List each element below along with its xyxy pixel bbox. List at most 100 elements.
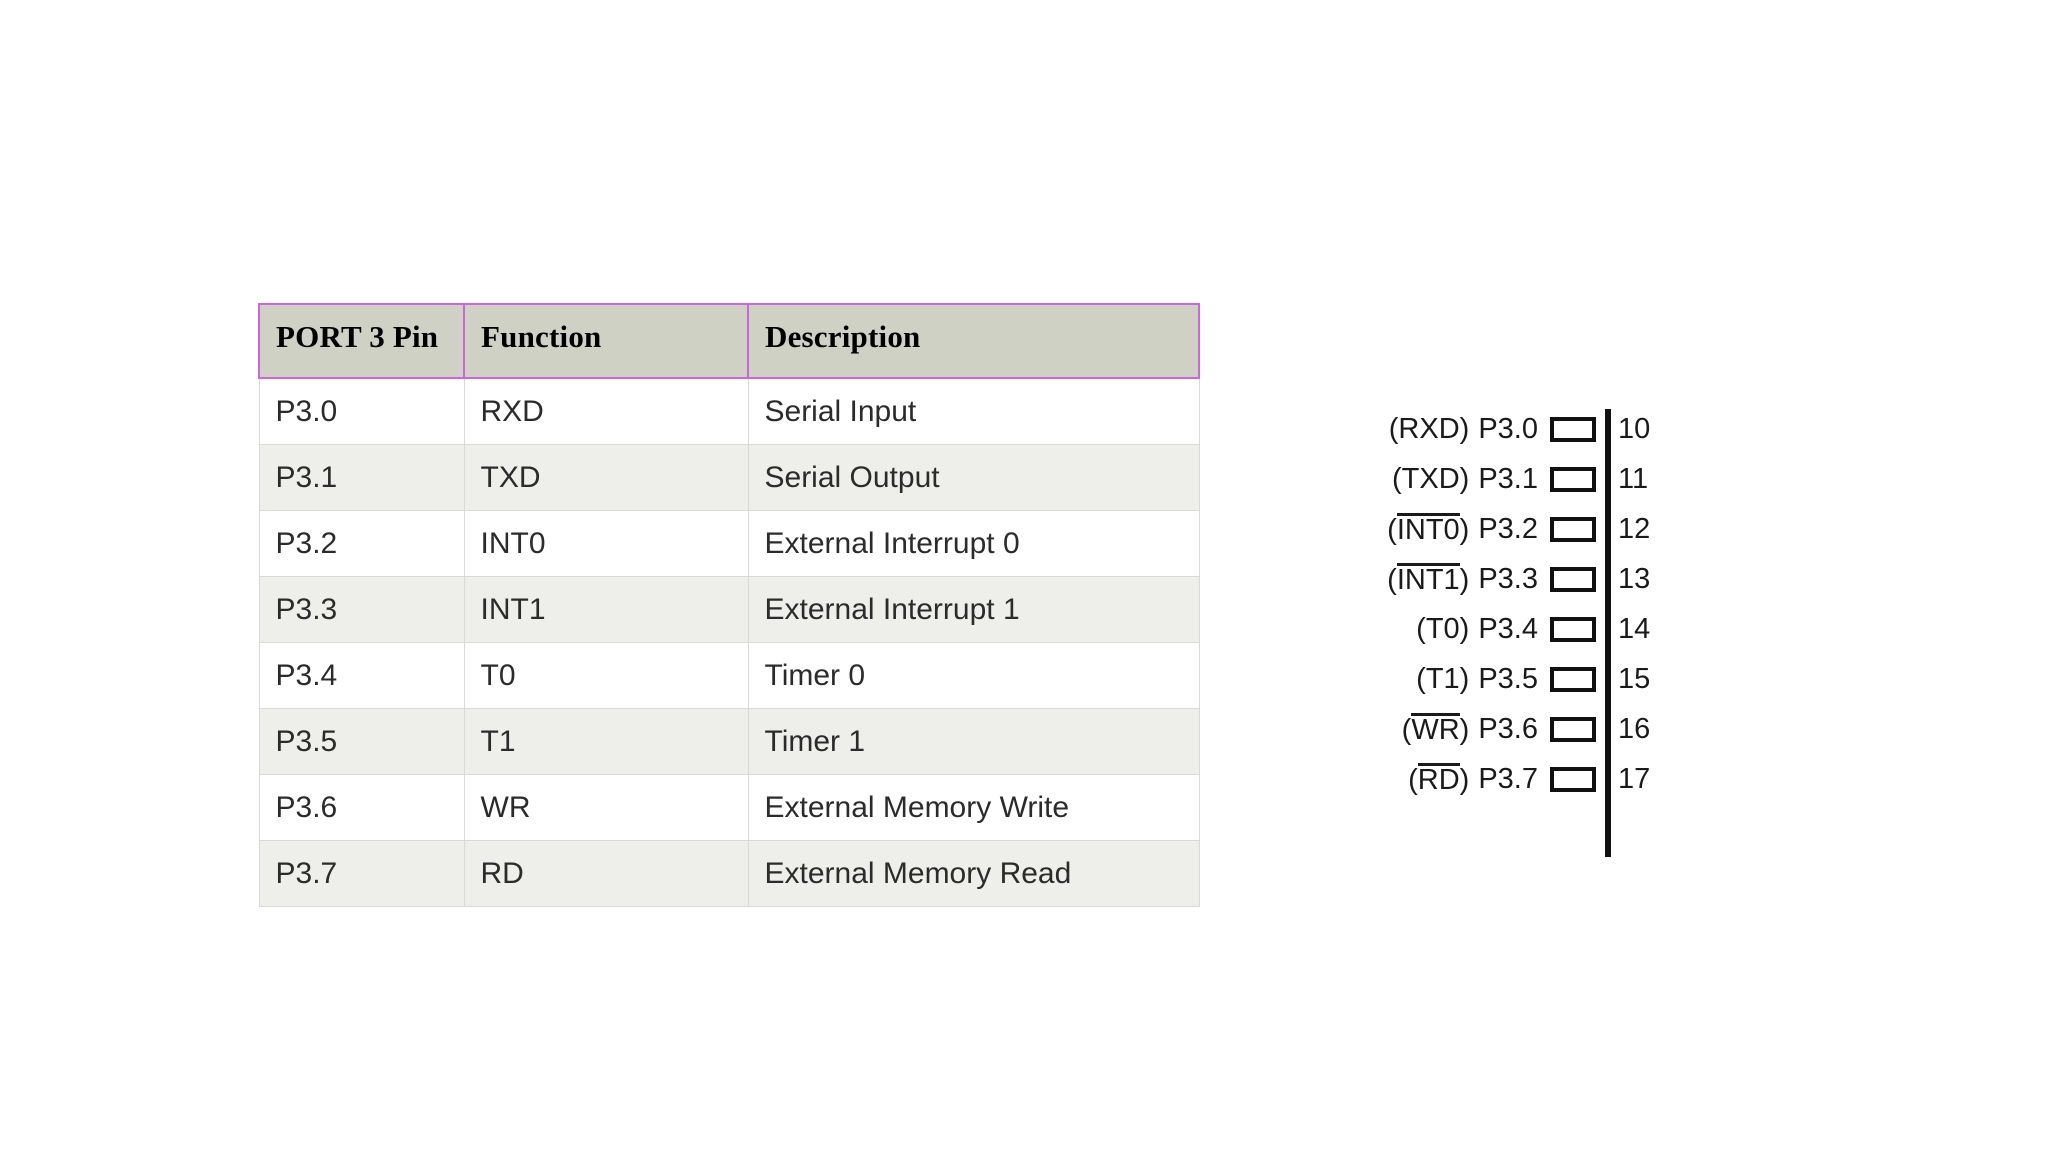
cell-function: T1 bbox=[463, 707, 749, 775]
pin-number: 12 bbox=[1618, 512, 1651, 545]
active-low-signal-name: WR bbox=[1411, 713, 1460, 746]
cell-port3-pin: P3.5 bbox=[258, 707, 465, 775]
cell-port3-pin: P3.6 bbox=[258, 773, 465, 841]
pin-alt-function-label: (INT1) bbox=[1387, 563, 1469, 595]
cell-description: Serial Input bbox=[747, 377, 1200, 445]
pin-number: 14 bbox=[1618, 612, 1651, 645]
pin-row: (T1) P3.5 15 bbox=[1330, 654, 1670, 704]
pin-row: (RXD)P3.0 10 bbox=[1330, 404, 1670, 454]
chip-edge-line bbox=[1605, 409, 1611, 857]
paren-open: ( bbox=[1391, 462, 1402, 495]
paren-close: ) bbox=[1459, 462, 1470, 495]
paren-open: ( bbox=[1401, 714, 1412, 746]
cell-function: TXD bbox=[463, 443, 749, 511]
paren-open: ( bbox=[1408, 764, 1418, 796]
cell-port3-pin: P3.0 bbox=[258, 377, 465, 445]
cell-port3-pin: P3.7 bbox=[258, 839, 465, 907]
pin-number: 13 bbox=[1618, 562, 1651, 595]
pin-stub-rectangle bbox=[1550, 716, 1596, 742]
pin-port-name: P3.3 bbox=[1478, 562, 1538, 595]
column-header-description: Description bbox=[747, 303, 1200, 379]
paren-close: ) bbox=[1459, 612, 1470, 645]
pin-alt-function-label: (T1) bbox=[1416, 662, 1469, 695]
paren-close: ) bbox=[1459, 564, 1470, 596]
pin-number: 10 bbox=[1618, 412, 1651, 445]
active-low-signal-name: RD bbox=[1417, 763, 1460, 796]
pin-number: 11 bbox=[1618, 462, 1649, 495]
cell-description: Timer 0 bbox=[747, 641, 1200, 709]
paren-open: ( bbox=[1388, 412, 1399, 445]
pin-port-name: P3.5 bbox=[1478, 662, 1538, 695]
cell-port3-pin: P3.1 bbox=[258, 443, 465, 511]
pin-port-name: P3.4 bbox=[1478, 612, 1538, 645]
pin-alt-function-label: (TXD) bbox=[1391, 462, 1470, 495]
table-header-row: PORT 3 Pin Function Description bbox=[258, 303, 1200, 379]
cell-function: T0 bbox=[463, 641, 749, 709]
signal-name: T0 bbox=[1425, 612, 1460, 645]
pin-port-name: P3.2 bbox=[1478, 512, 1538, 545]
paren-close: ) bbox=[1459, 514, 1470, 546]
column-header-function: Function bbox=[463, 303, 749, 379]
pin-stub-rectangle bbox=[1550, 616, 1596, 642]
cell-description: External Memory Read bbox=[747, 839, 1200, 907]
pin-alt-function-label: (RD) bbox=[1408, 763, 1469, 795]
cell-description: External Memory Write bbox=[747, 773, 1200, 841]
paren-open: ( bbox=[1387, 564, 1397, 596]
pin-port-name: P3.6 bbox=[1478, 712, 1538, 745]
paren-open: ( bbox=[1416, 662, 1426, 695]
column-header-port3-pin: PORT 3 Pin bbox=[258, 303, 465, 379]
pin-alt-function-label: (INT0) bbox=[1387, 513, 1469, 545]
cell-function: INT1 bbox=[463, 575, 749, 643]
pin-row: (T0)P3.4 14 bbox=[1330, 604, 1670, 654]
pin-alt-function-label: (WR) bbox=[1401, 713, 1470, 746]
pin-stub-rectangle bbox=[1550, 516, 1596, 542]
signal-name: TXD bbox=[1401, 462, 1460, 495]
cell-port3-pin: P3.3 bbox=[258, 575, 465, 643]
cell-description: Serial Output bbox=[747, 443, 1200, 511]
signal-name: T1 bbox=[1425, 662, 1460, 695]
active-low-signal-name: INT1 bbox=[1396, 563, 1460, 596]
pin-stub-rectangle bbox=[1550, 416, 1596, 442]
pin-alt-function-label: (T0) bbox=[1416, 612, 1470, 645]
cell-port3-pin: P3.4 bbox=[258, 641, 465, 709]
pin-port-name: P3.0 bbox=[1478, 412, 1538, 445]
pin-stub-rectangle bbox=[1550, 466, 1596, 492]
signal-name: RXD bbox=[1398, 412, 1460, 445]
cell-function: RXD bbox=[463, 377, 749, 445]
cell-function: INT0 bbox=[463, 509, 749, 577]
pin-number: 15 bbox=[1618, 662, 1651, 695]
paren-open: ( bbox=[1387, 514, 1397, 546]
pin-stub-rectangle bbox=[1550, 766, 1596, 792]
cell-function: WR bbox=[463, 773, 749, 841]
paren-close: ) bbox=[1459, 714, 1470, 746]
cell-port3-pin: P3.2 bbox=[258, 509, 465, 577]
table-header: PORT 3 Pin Function Description bbox=[258, 303, 1200, 379]
pin-stub-rectangle bbox=[1550, 566, 1596, 592]
cell-description: External Interrupt 1 bbox=[747, 575, 1200, 643]
pin-alt-function-label: (RXD) bbox=[1388, 412, 1470, 445]
cell-description: Timer 1 bbox=[747, 707, 1200, 775]
pin-port-name: P3.7 bbox=[1478, 762, 1538, 795]
cell-description: External Interrupt 0 bbox=[747, 509, 1200, 577]
paren-close: ) bbox=[1459, 764, 1470, 796]
pin-stub-rectangle bbox=[1550, 666, 1596, 692]
pin-port-name: P3.1 bbox=[1478, 462, 1538, 495]
paren-open: ( bbox=[1416, 612, 1426, 645]
pin-number: 17 bbox=[1618, 762, 1651, 795]
active-low-signal-name: INT0 bbox=[1396, 513, 1460, 546]
paren-close: ) bbox=[1459, 412, 1470, 445]
